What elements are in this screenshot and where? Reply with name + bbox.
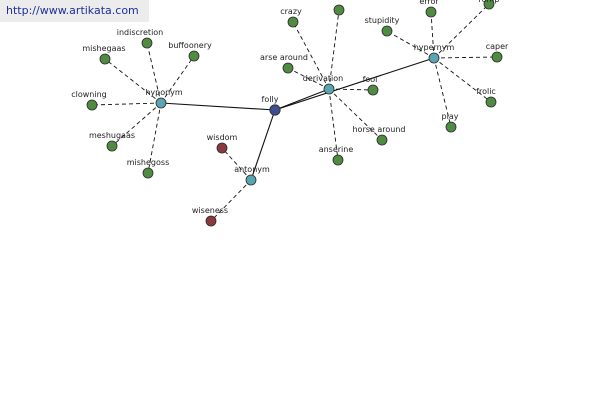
edge-hypernym-error bbox=[430, 11, 435, 59]
edge-hypernym-caper bbox=[433, 56, 498, 59]
edge-antonym-wiseness bbox=[210, 179, 252, 222]
nodes-layer bbox=[86, 0, 503, 227]
edge-derivation-fool bbox=[328, 88, 374, 91]
edge-hyponym-buffoonery bbox=[160, 55, 195, 104]
edge-derivation-arse_around bbox=[287, 67, 330, 90]
edge-derivation-foolish bbox=[328, 9, 340, 90]
node-buffoonery[interactable] bbox=[188, 50, 200, 62]
label-horse-around: horse around bbox=[352, 125, 405, 134]
node-meshugaas[interactable] bbox=[106, 140, 118, 152]
labels-layer: folly hyponym derivation hypernym antonym ind… bbox=[71, 0, 509, 215]
node-frolic[interactable] bbox=[485, 96, 497, 108]
node-indiscretion[interactable] bbox=[141, 37, 153, 49]
label-arse-around: arse around bbox=[260, 53, 308, 62]
node-romp[interactable] bbox=[483, 0, 495, 10]
node-foolish[interactable] bbox=[333, 4, 345, 16]
node-caper[interactable] bbox=[491, 51, 503, 63]
label-romp: romp bbox=[479, 0, 500, 4]
node-hypernym[interactable] bbox=[428, 52, 440, 64]
label-hypernym: hypernym bbox=[414, 43, 455, 52]
label-buffoonery: buffoonery bbox=[168, 41, 212, 50]
label-antonym: antonym bbox=[234, 165, 270, 174]
edge-hypernym-play bbox=[433, 57, 452, 128]
edge-hyponym-clowning bbox=[91, 102, 162, 106]
label-derivation: derivation bbox=[303, 74, 343, 83]
label-wiseness: wiseness bbox=[192, 206, 228, 215]
edge-hypernym-romp bbox=[433, 3, 490, 59]
label-frolic: frolic bbox=[476, 87, 496, 96]
edge-antonym-wisdom bbox=[221, 147, 252, 181]
label-stupidity: stupidity bbox=[365, 16, 400, 25]
label-anserine: anserine bbox=[319, 145, 354, 154]
edge-folly-hypernym bbox=[274, 57, 435, 111]
edge-hypernym-frolic bbox=[433, 57, 492, 103]
node-antonym[interactable] bbox=[245, 174, 257, 186]
node-derivation[interactable] bbox=[323, 83, 335, 95]
label-mishegoss: mishegoss bbox=[127, 158, 169, 167]
node-mishegaas[interactable] bbox=[99, 53, 111, 65]
label-error: error bbox=[419, 0, 439, 6]
label-meshugaas: meshugaas bbox=[89, 131, 135, 140]
edge-folly-hyponym bbox=[160, 102, 276, 111]
edge-hyponym-indiscretion bbox=[146, 42, 162, 104]
node-wiseness[interactable] bbox=[205, 215, 217, 227]
node-folly[interactable] bbox=[269, 104, 281, 116]
node-fool[interactable] bbox=[367, 84, 379, 96]
node-wisdom[interactable] bbox=[216, 142, 228, 154]
node-crazy[interactable] bbox=[287, 16, 299, 28]
label-mishegaas: mishegaas bbox=[82, 44, 125, 53]
label-crazy: crazy bbox=[280, 7, 302, 16]
label-wisdom: wisdom bbox=[207, 133, 238, 142]
edge-folly-antonym bbox=[250, 109, 276, 181]
edge-hypernym-stupidity bbox=[386, 30, 435, 59]
edge-derivation-horse_around bbox=[328, 88, 383, 141]
label-clowning: clowning bbox=[71, 90, 107, 99]
node-play[interactable] bbox=[445, 121, 457, 133]
node-anserine[interactable] bbox=[332, 154, 344, 166]
edge-hyponym-meshugaas bbox=[111, 102, 162, 147]
node-stupidity[interactable] bbox=[381, 25, 393, 37]
node-mishegoss[interactable] bbox=[142, 167, 154, 179]
node-arse-around[interactable] bbox=[282, 62, 294, 74]
edge-hyponym-mishegaas bbox=[104, 58, 162, 104]
edge-derivation-crazy bbox=[292, 21, 330, 90]
edge-hyponym-mishegoss bbox=[147, 102, 162, 174]
edge-derivation-anserine bbox=[328, 88, 339, 161]
edges-layer bbox=[91, 3, 498, 222]
label-folly: folly bbox=[262, 95, 279, 104]
node-clowning[interactable] bbox=[86, 99, 98, 111]
label-indiscretion: indiscretion bbox=[117, 28, 164, 37]
label-caper: caper bbox=[486, 42, 509, 51]
node-error[interactable] bbox=[425, 6, 437, 18]
artikata-url-watermark[interactable]: http://www.artikata.com bbox=[0, 0, 149, 22]
label-hyponym: hyponym bbox=[145, 88, 183, 97]
node-hyponym[interactable] bbox=[155, 97, 167, 109]
node-horse-around[interactable] bbox=[376, 134, 388, 146]
label-fool: fool bbox=[363, 75, 378, 84]
label-play: play bbox=[442, 112, 459, 121]
